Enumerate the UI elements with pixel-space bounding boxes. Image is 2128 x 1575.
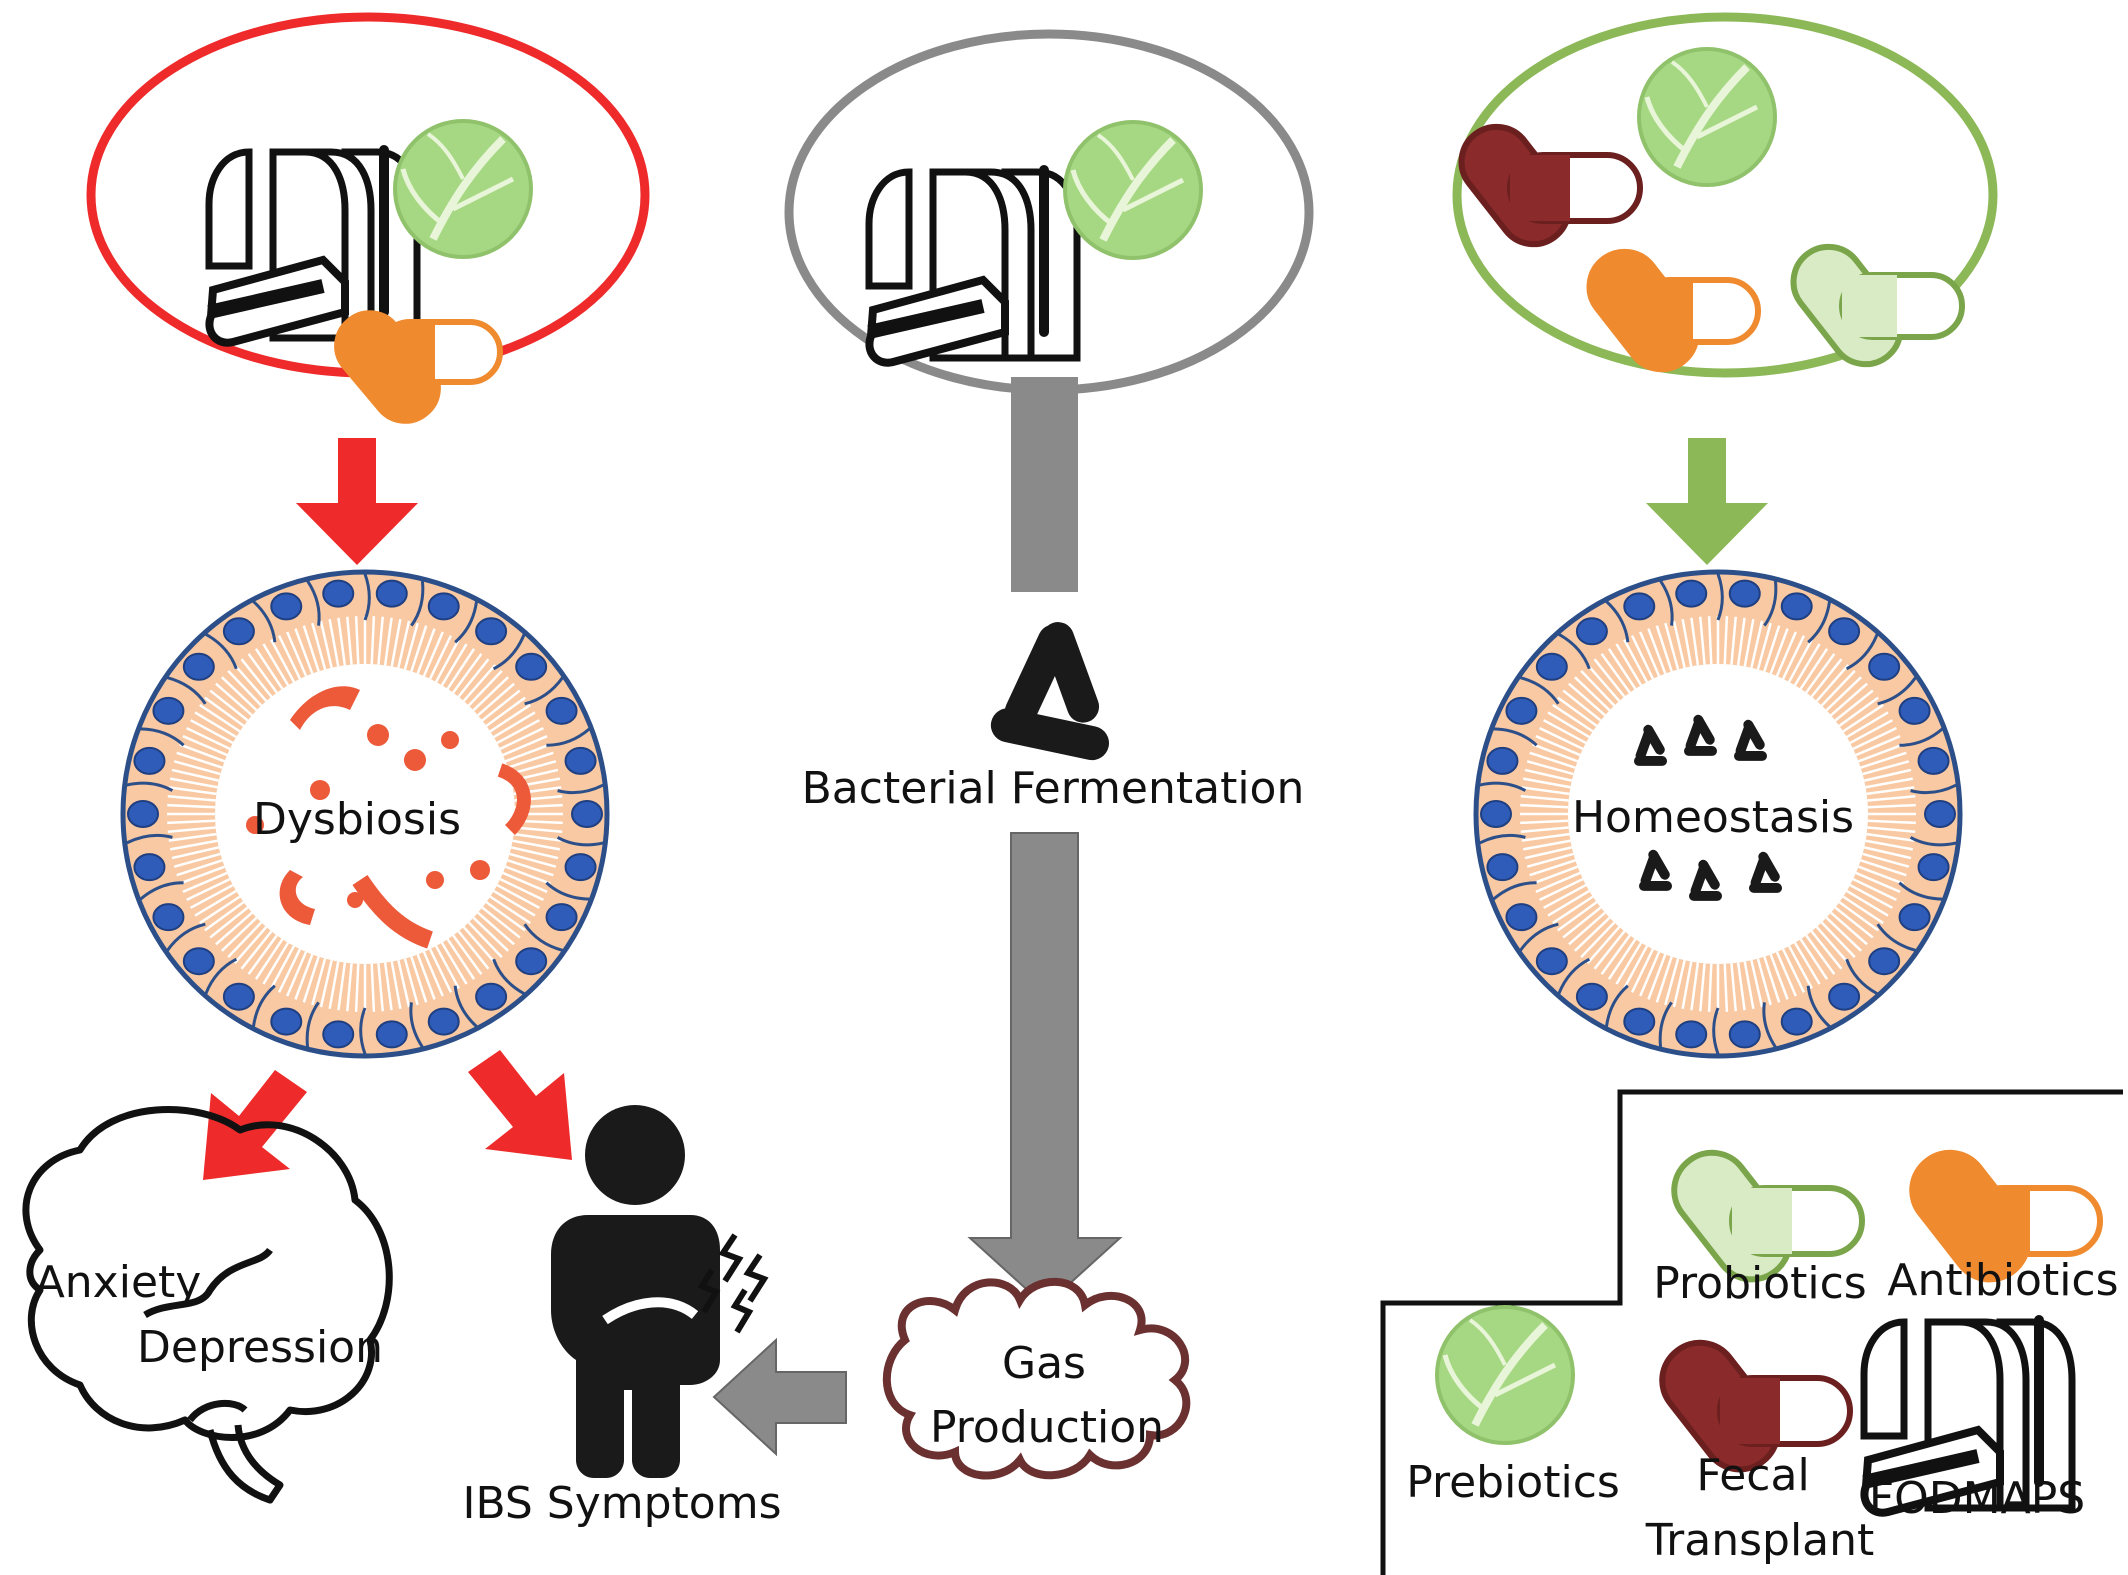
cell-nucleus (222, 982, 255, 1011)
lettuce-icon-right (1639, 49, 1775, 185)
red-arrow-to-person (468, 1050, 572, 1160)
cell-nucleus (182, 652, 215, 681)
person-stomachache-icon (551, 1105, 720, 1478)
cell-nucleus (475, 617, 508, 646)
cell-nucleus (1486, 746, 1519, 775)
cell-nucleus (1480, 800, 1512, 828)
antibiotic-capsule-icon (334, 310, 503, 424)
cell-nucleus (475, 982, 508, 1011)
cell-nucleus (564, 746, 597, 775)
cell-nucleus (1898, 696, 1931, 725)
homeostasis-label: Homeostasis (1572, 792, 1854, 843)
cell-nucleus (1728, 1020, 1761, 1049)
dysbiosis-microbes (246, 686, 531, 949)
villi-fringe (1520, 616, 1916, 1012)
cell-nucleus (1728, 579, 1761, 608)
legend-prebiotics-label: Prebiotics (1406, 1457, 1620, 1508)
gas-label: Gas (1002, 1338, 1086, 1389)
cell-nucleus (1623, 592, 1656, 621)
fecal-transplant-capsule-icon (1458, 123, 1643, 248)
cell-nucleus (1828, 617, 1861, 646)
cell-nucleus (564, 853, 597, 882)
cell-walls (126, 573, 604, 1055)
cell-nucleus (322, 1020, 355, 1049)
cell-nucleus (375, 1020, 408, 1049)
cell-nucleus (322, 579, 355, 608)
cell-nucleus (1828, 982, 1861, 1011)
cell-nucleus (545, 903, 578, 932)
legend-fodmaps-label: FODMAPS (1869, 1473, 2085, 1524)
cell-nucleus (270, 1007, 303, 1036)
homeostasis-bacteria (1634, 714, 1782, 901)
cell-nucleus (1575, 617, 1608, 646)
bacterial-fermentation-label: Bacterial Fermentation (802, 763, 1305, 814)
cell-nucleus (1675, 579, 1708, 608)
cell-nucleus (1868, 947, 1901, 976)
legend-antibiotics-label: Antibiotics (1887, 1255, 2118, 1306)
dysbiosis-label: Dysbiosis (253, 794, 461, 845)
villi-fringe (167, 616, 563, 1012)
cell-nucleus (1898, 903, 1931, 932)
cell-nucleus (152, 696, 185, 725)
cell-nucleus (375, 579, 408, 608)
gray-left-arrow (712, 1337, 847, 1457)
cell-nucleus (1505, 903, 1538, 932)
ibs-symptoms-label: IBS Symptoms (462, 1478, 781, 1529)
cell-nucleus (427, 1007, 460, 1036)
production-label: Production (930, 1402, 1164, 1453)
cell-nucleus (1505, 696, 1538, 725)
cell-nucleus (1917, 853, 1950, 882)
cell-nucleus (1924, 800, 1956, 828)
cell-nucleus (1675, 1020, 1708, 1049)
antibiotic-capsule-icon-right (1586, 248, 1761, 373)
legend-probiotics-label: Probiotics (1653, 1258, 1866, 1309)
cell-nucleus (545, 696, 578, 725)
green-down-arrow (1646, 438, 1768, 565)
cell-nucleus (270, 592, 303, 621)
bread-icon (209, 145, 417, 343)
gray-down-arrow (967, 832, 1123, 1308)
cell-nucleus (222, 617, 255, 646)
red-down-arrow (296, 438, 418, 565)
cell-nucleus (152, 903, 185, 932)
legend-fecal-label: Fecal (1696, 1450, 1809, 1501)
cell-nucleus (133, 853, 166, 882)
legend-border (1380, 1089, 2123, 1575)
cell-nucleus (1868, 652, 1901, 681)
cell-nucleus (127, 800, 159, 828)
cell-nucleus (515, 947, 548, 976)
fecal-transplant-capsule-icon-legend (1659, 1339, 1853, 1473)
bread-icon-middle (869, 165, 1077, 363)
cell-nucleus (182, 947, 215, 976)
gas-cloud (882, 1277, 1191, 1480)
cell-nucleus (427, 592, 460, 621)
cell-nucleus (1535, 947, 1568, 976)
right-food-circle (1452, 12, 1998, 378)
cell-nucleus (1780, 592, 1813, 621)
cell-nucleus (571, 800, 603, 828)
pain-lightning-icon (697, 1233, 769, 1334)
cell-nucleus (1917, 746, 1950, 775)
lettuce-icon-middle (1065, 122, 1201, 258)
cell-walls (1479, 573, 1957, 1055)
anxiety-label: Anxiety (35, 1257, 202, 1308)
probiotic-capsule-icon (1671, 1149, 1865, 1283)
lettuce-icon (395, 121, 531, 257)
cell-nucleus (1535, 652, 1568, 681)
gray-connector-top (1011, 377, 1078, 592)
antibiotic-capsule-icon-legend (1909, 1149, 2103, 1283)
cell-nucleus (1780, 1007, 1813, 1036)
depression-label: Depression (137, 1322, 383, 1373)
cell-nucleus (1486, 853, 1519, 882)
cell-nucleus (515, 652, 548, 681)
probiotic-capsule-icon-right (1790, 243, 1965, 368)
cell-nucleus (133, 746, 166, 775)
brain-icon (22, 1106, 393, 1504)
lettuce-icon-legend (1437, 1307, 1573, 1443)
cell-nucleus (1575, 982, 1608, 1011)
bacteria-icon (990, 622, 1110, 761)
legend-transplant-label: Transplant (1645, 1515, 1875, 1566)
cell-nucleus (1623, 1007, 1656, 1036)
